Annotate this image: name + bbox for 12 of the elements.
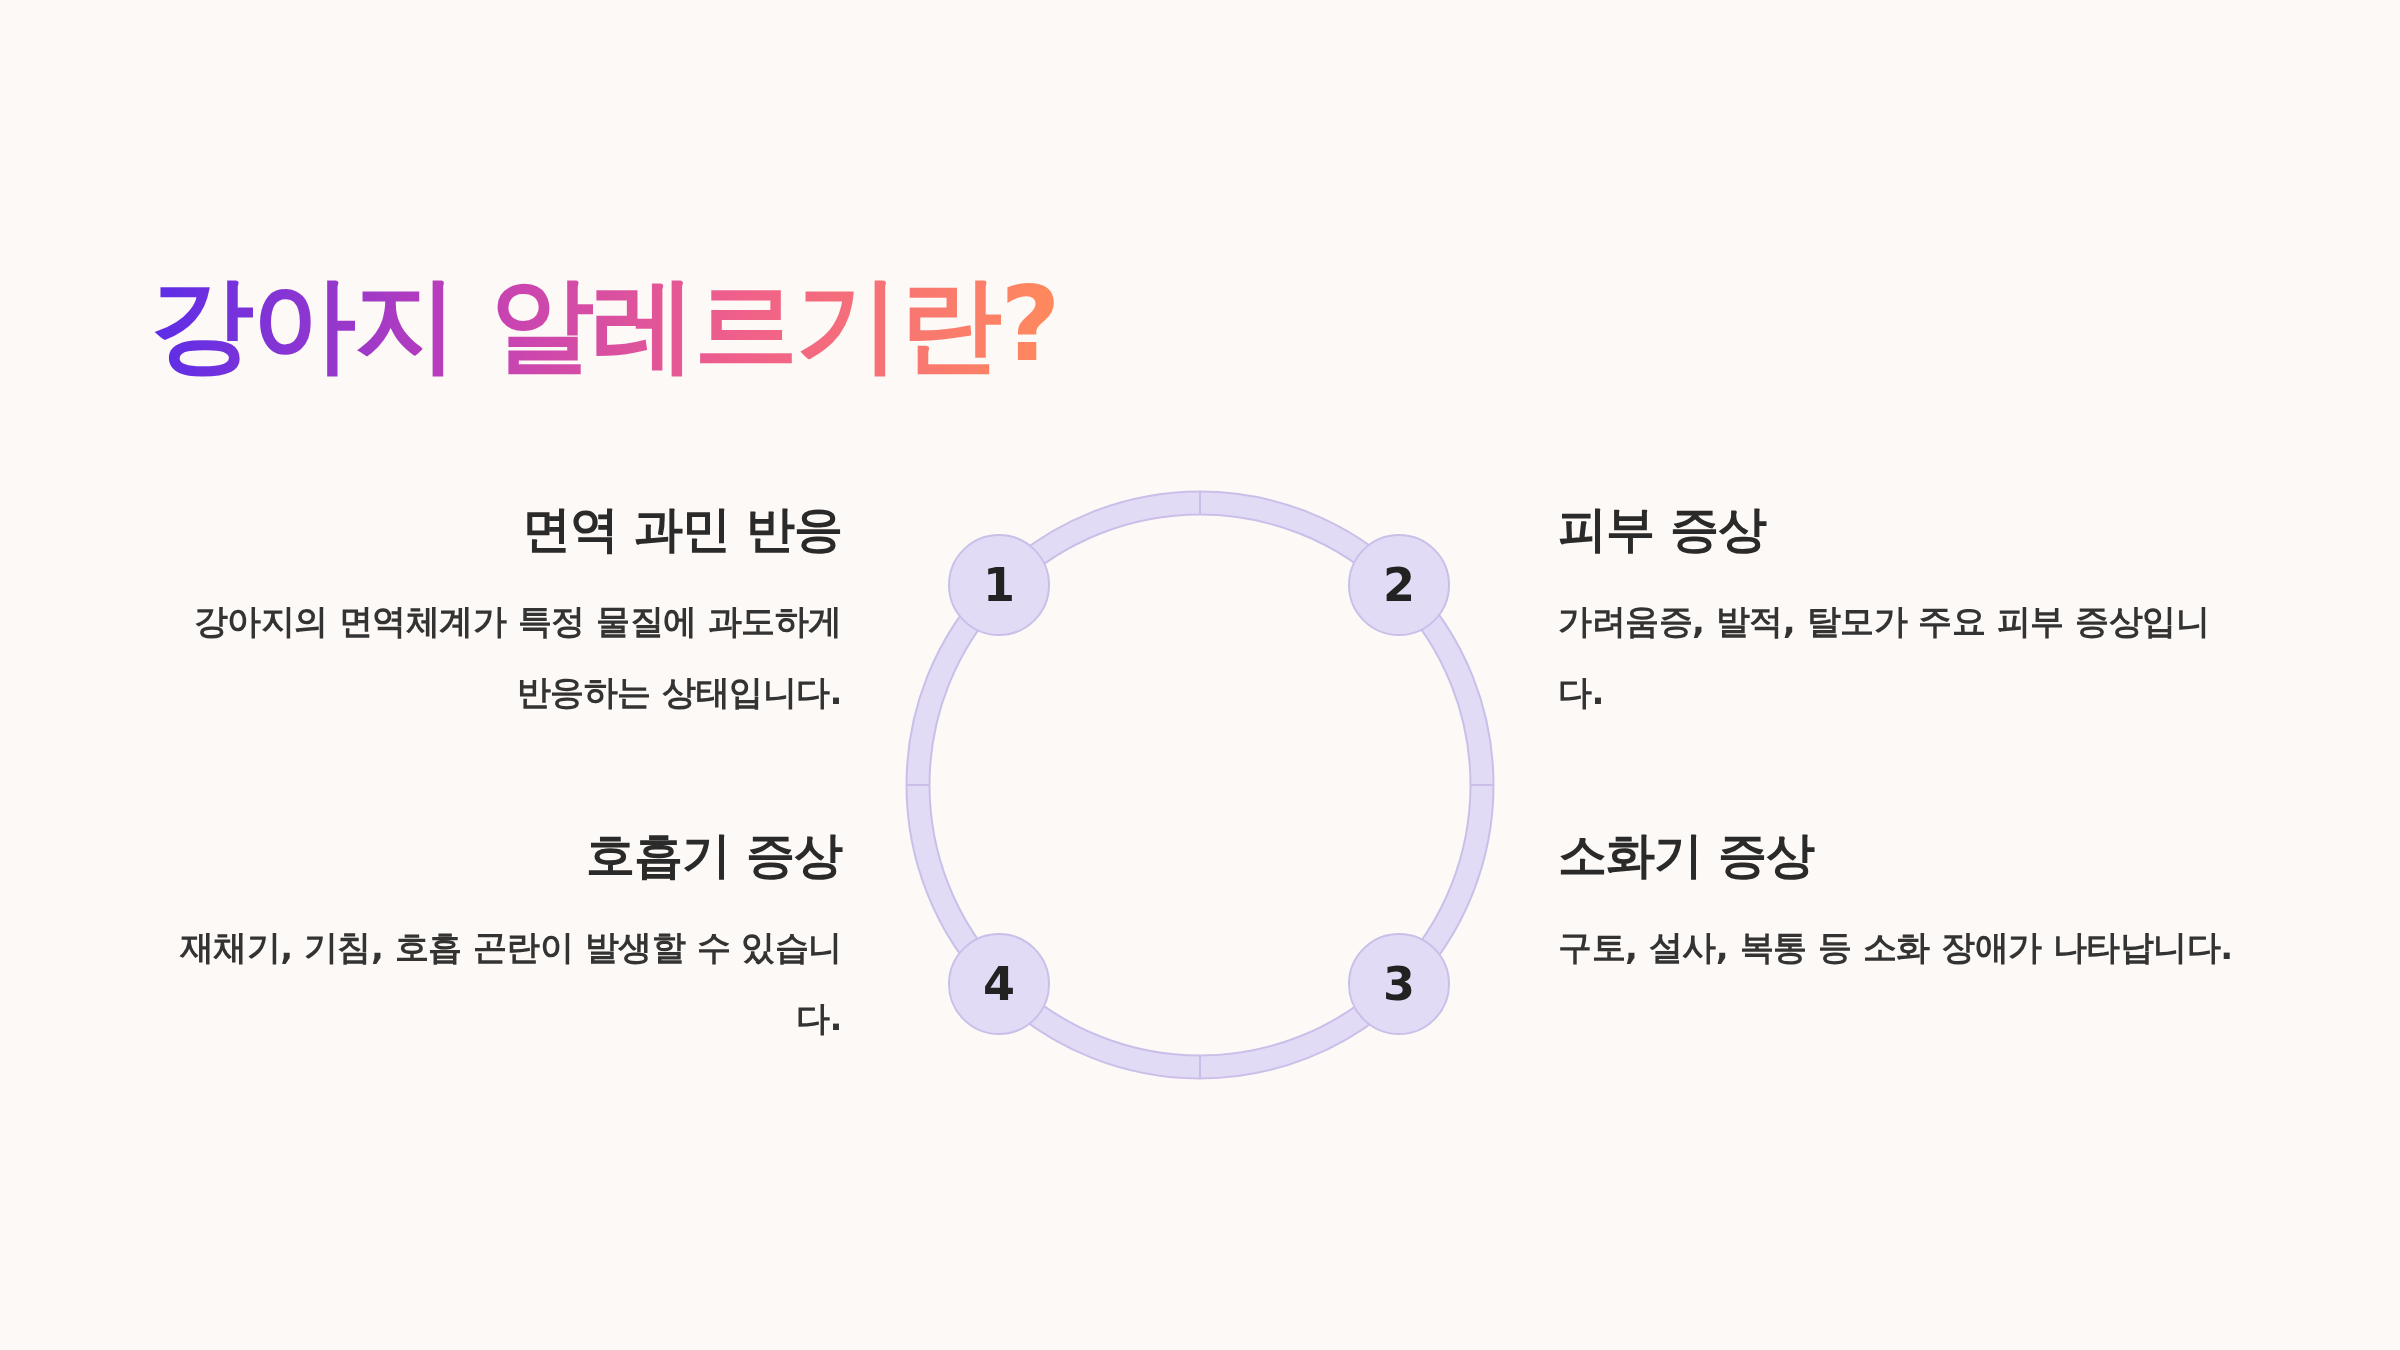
description: 재채기, 기침, 호흡 곤란이 발생할 수 있습니다.: [178, 925, 842, 1040]
heading: 피부 증상: [1558, 500, 1767, 560]
step-number-circle: 1: [948, 534, 1050, 636]
step-number-circle: 4: [948, 933, 1050, 1035]
description: 구토, 설사, 복통 등 소화 장애가 나타납니다.: [1558, 925, 2234, 969]
description: 가려움증, 발적, 탈모가 주요 피부 증상입니다.: [1558, 599, 2211, 714]
step-number-circle: 2: [1348, 534, 1450, 636]
heading: 호흡기 증상: [585, 826, 842, 886]
step-number-circle: 3: [1348, 933, 1450, 1035]
heading: 소화기 증상: [1558, 826, 1815, 886]
description: 강아지의 면역체계가 특정 물질에 과도하게 반응하는 상태입니다.: [192, 599, 842, 714]
heading: 면역 과민 반응: [521, 500, 842, 560]
